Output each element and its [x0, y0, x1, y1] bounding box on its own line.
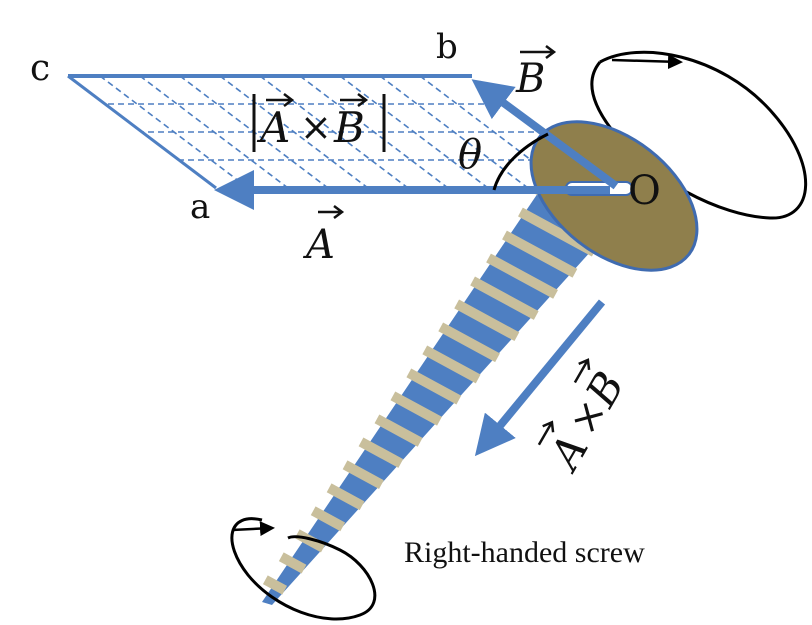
lower-rotation-arrow [230, 517, 377, 621]
screw-thread [390, 391, 442, 426]
point-a-label: a [190, 187, 210, 227]
screw-thread [422, 345, 481, 384]
svg-text:A: A [302, 222, 335, 268]
screw-thread [374, 414, 423, 447]
angle-arc [492, 132, 549, 191]
area-magnitude-label: A × B [252, 93, 386, 152]
svg-text:B: B [515, 56, 545, 102]
screw-thread [470, 276, 539, 320]
screw-thread [262, 575, 288, 595]
svg-text:B: B [333, 103, 365, 152]
vector-b-label: B [515, 45, 557, 102]
origin-label: O [628, 168, 661, 214]
caption: Right-handed screw [404, 536, 645, 569]
screw-thread [438, 322, 500, 363]
svg-text:×: × [300, 105, 332, 149]
screw-thread [502, 230, 578, 278]
point-c-label: c [30, 48, 50, 89]
point-b-label: b [436, 27, 458, 67]
screw-thread [278, 552, 307, 574]
screw-thread [486, 253, 558, 299]
screw-thread [310, 506, 346, 532]
screw-thread [326, 483, 365, 511]
screw-thread [454, 299, 520, 342]
screw-thread [342, 460, 384, 489]
screw-shaft [262, 184, 617, 605]
vector-a-label: A [302, 205, 345, 268]
screw-thread [406, 368, 462, 405]
cross-product-arrow [474, 299, 606, 457]
screw-threads [262, 184, 617, 595]
svg-text:A: A [256, 103, 290, 152]
upper-rotation-arrow [590, 50, 808, 220]
angle-label: θ [458, 132, 482, 178]
screw-thread [358, 437, 404, 468]
